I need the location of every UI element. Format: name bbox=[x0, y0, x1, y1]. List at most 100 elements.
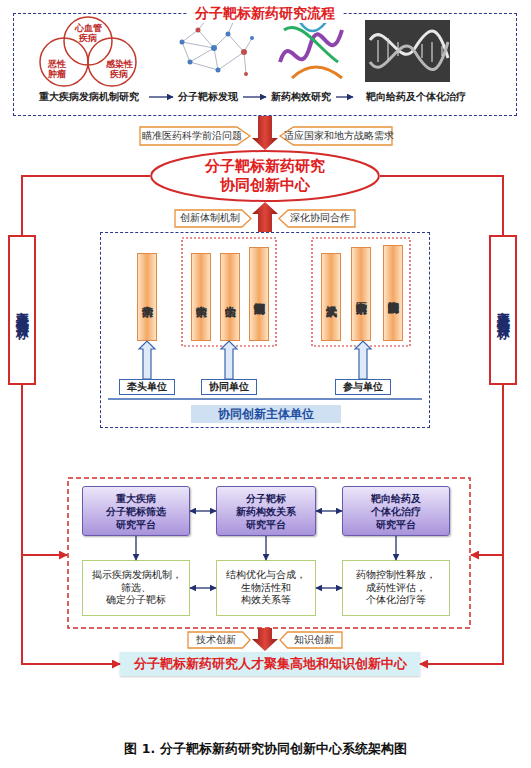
unit-role-label: 牵头单位 bbox=[119, 379, 175, 395]
node-text: 主要建设任务与目标 bbox=[16, 301, 29, 319]
group-outline bbox=[182, 238, 276, 346]
unit-bar: 南华大学 bbox=[137, 253, 157, 341]
unit-bar: 南京中医药大学 bbox=[351, 247, 371, 341]
protein-illustration bbox=[280, 22, 342, 78]
network-illustration bbox=[180, 18, 255, 76]
arrow-tag: 瞄准医药科学前沿问题 bbox=[140, 127, 250, 145]
platform-box: 靶向给药及 个体化治疗 研究平台 bbox=[342, 486, 450, 536]
node-text: 感染性 疾病 bbox=[104, 59, 134, 80]
node-text: 靶向给药及 个体化治疗 研究平台 bbox=[360, 492, 432, 531]
node-text: 协同创新主体单位 bbox=[191, 405, 341, 423]
hollow-arrow bbox=[355, 341, 371, 379]
node-text: 主要建设任务与目标 bbox=[497, 301, 510, 319]
dna-strand bbox=[370, 31, 448, 58]
units-box: 协同创新主体单位 南华大学 中南大学中山大学湖南恒生制药 武汉大学南京中医药大学中科院… bbox=[100, 232, 430, 428]
node-text: 心血管 疾病 bbox=[73, 23, 103, 44]
flow-connector bbox=[265, 536, 266, 560]
flow-connector bbox=[149, 96, 173, 97]
platform-box: 重大疾病 分子靶标筛选 研究平台 bbox=[82, 486, 190, 536]
flow-connector bbox=[190, 587, 216, 588]
node-text: 重大疾病 分子靶标筛选 研究平台 bbox=[100, 492, 172, 531]
disease-circle: 感染性 疾病 bbox=[87, 37, 137, 87]
branch-arrow bbox=[22, 554, 67, 556]
task-box: 揭示疾病发病机制， 筛选、确定分子靶标 bbox=[82, 560, 190, 616]
big-arrow bbox=[252, 628, 278, 651]
network-dot bbox=[196, 28, 201, 33]
process-step: 分子靶标发现 bbox=[173, 90, 243, 104]
node-text: 知识创新 bbox=[294, 634, 334, 647]
unit-bar: 中科院上海药物所 bbox=[383, 245, 403, 341]
node-text: 药物控制性释放， 成药性评估， 个体化治疗等 bbox=[352, 569, 440, 607]
circle-outline bbox=[88, 38, 136, 86]
tag-outline bbox=[175, 210, 251, 227]
base-line bbox=[108, 398, 422, 400]
unit-role-label: 参与单位 bbox=[335, 379, 391, 395]
unit-bar: 中山大学 bbox=[220, 253, 240, 341]
process-step: 重大疾病发病机制研究 bbox=[29, 90, 149, 104]
network-dot bbox=[250, 36, 254, 40]
platform-box: 分子靶标 新药构效关系 研究平台 bbox=[216, 486, 316, 536]
tag-outline bbox=[280, 632, 342, 648]
tag-outline bbox=[140, 127, 250, 145]
goal-connector bbox=[420, 385, 503, 664]
hollow-arrow bbox=[139, 341, 155, 379]
flow-connector bbox=[135, 536, 136, 560]
flow-connector bbox=[190, 510, 216, 511]
goal-connector bbox=[22, 385, 120, 664]
network-dot bbox=[226, 32, 231, 37]
unit-bar: 中南大学 bbox=[191, 253, 211, 341]
protein-ribbon bbox=[284, 27, 338, 62]
node-text: 创新体制机制 bbox=[180, 212, 240, 225]
arrow-tag: 知识创新 bbox=[280, 632, 342, 648]
dna-rungs bbox=[378, 38, 442, 62]
network-dot bbox=[241, 49, 247, 55]
process-step: 新药构效研究 bbox=[266, 90, 336, 104]
process-step: 靶向给药及个体化治疗 bbox=[353, 90, 478, 104]
task-box: 药物控制性释放， 成药性评估， 个体化治疗等 bbox=[342, 560, 450, 616]
unit-bar: 武汉大学 bbox=[321, 253, 341, 341]
dna-illustration bbox=[365, 20, 450, 82]
arrow-tag: 技术创新 bbox=[188, 632, 250, 648]
goal-connector bbox=[380, 176, 503, 235]
network-dot bbox=[188, 60, 193, 65]
tag-outline bbox=[188, 632, 250, 648]
node-text: 牵头单位 bbox=[127, 380, 167, 394]
flow-connector bbox=[243, 96, 266, 97]
node-text: 技术创新 bbox=[196, 634, 236, 647]
network-dot bbox=[216, 68, 221, 73]
flow-connector bbox=[395, 536, 396, 560]
protein-ribbon bbox=[300, 22, 326, 31]
node-text: 分子靶标新药研究流程 bbox=[187, 3, 343, 23]
ellipse-outline bbox=[151, 151, 379, 201]
node-text: 恶性 肿瘤 bbox=[42, 59, 72, 80]
caption-text: 图 1. 分子靶标新药研究协同创新中心系统架构图 bbox=[124, 741, 406, 756]
task-box: 结构优化与合成， 生物活性和 构效关系等 bbox=[216, 560, 316, 616]
tag-outline bbox=[279, 210, 355, 227]
node-text: 揭示疾病发病机制， 筛选、确定分子靶标 bbox=[92, 569, 180, 607]
goal-connector bbox=[22, 176, 150, 235]
side-goal-box: 主要建设任务与目标 bbox=[8, 235, 36, 385]
flow-connector bbox=[336, 96, 353, 97]
unit-bar: 湖南恒生制药 bbox=[249, 247, 269, 341]
process-flow-box: 分子靶标新药研究流程心血管 疾病恶性 肿瘤感染性 疾病重大疾病发病机制研究分子靶… bbox=[13, 13, 517, 116]
goal-band: 分子靶标新药研究人才聚集高地和知识创新中心 bbox=[120, 652, 420, 676]
caption: 图 1. 分子靶标新药研究协同创新中心系统架构图 bbox=[0, 738, 531, 758]
node-text: 参与单位 bbox=[343, 380, 383, 394]
node-text: 靶向给药及个体化治疗 bbox=[366, 90, 466, 104]
arrow-tag: 深化协同合作 bbox=[279, 210, 355, 227]
center-ellipse: 分子靶标新药研究 协同创新中心 bbox=[150, 150, 380, 202]
side-goal-box: 主要建设任务与目标 bbox=[489, 235, 517, 385]
node-text: 结构优化与合成， 生物活性和 构效关系等 bbox=[222, 569, 310, 607]
protein-ribbon bbox=[292, 67, 342, 78]
node-text: 重大疾病发病机制研究 bbox=[39, 90, 139, 104]
node-text: 分子靶标新药研究 协同创新中心 bbox=[200, 157, 330, 195]
unit-role-label: 协同单位 bbox=[201, 379, 257, 395]
hollow-arrow bbox=[221, 341, 237, 379]
dna-strand bbox=[370, 42, 448, 70]
arrow-tag: 适应国家和地方战略需求 bbox=[280, 127, 392, 145]
node-text: 瞄准医药科学前沿问题 bbox=[142, 130, 242, 143]
flow-connector bbox=[316, 587, 342, 588]
